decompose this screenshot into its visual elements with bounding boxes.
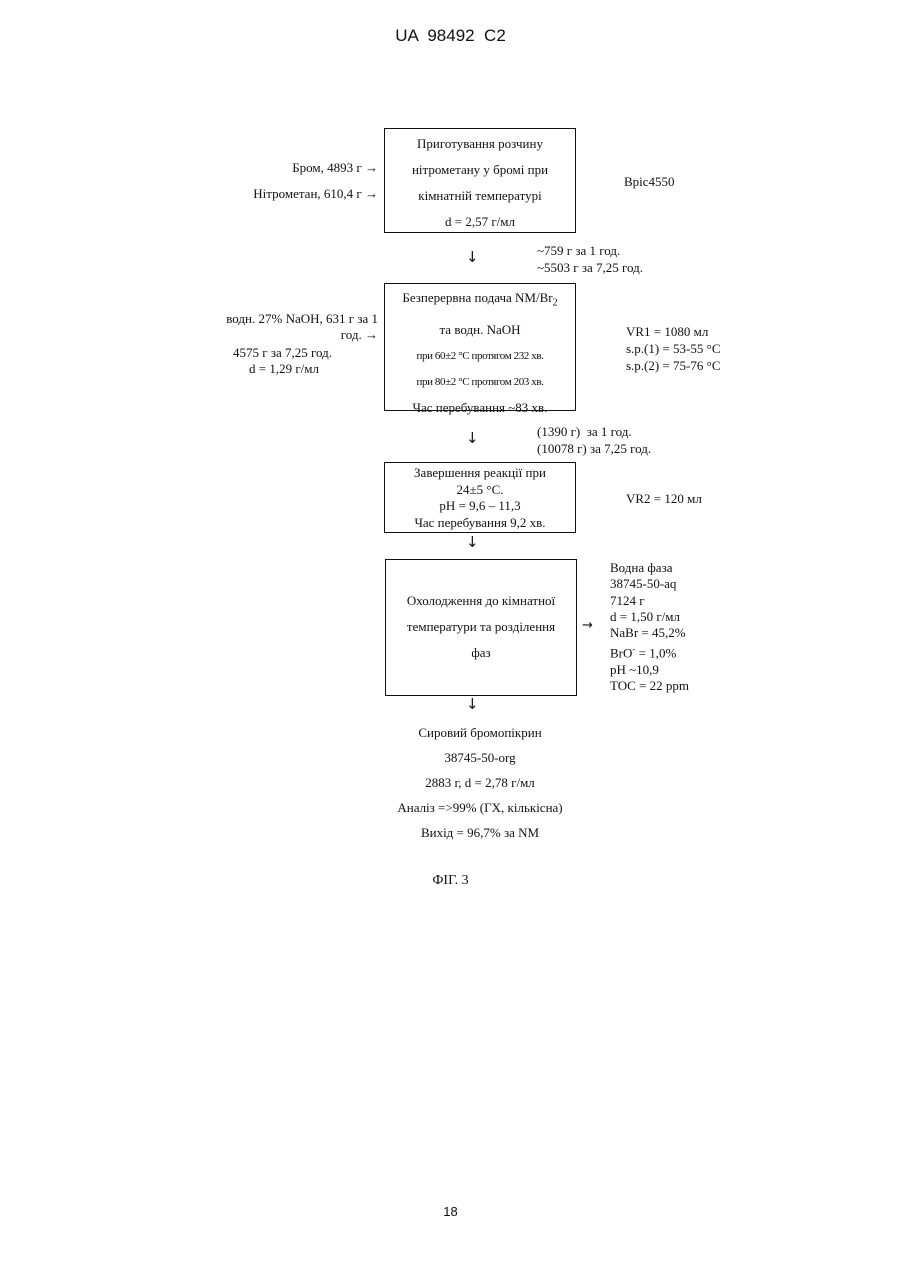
step4-box: Охолодження до кімнатної температури та … [385,559,577,696]
aqueous-line: 38745-50-aq [610,576,689,592]
step2-box: Безперервна подача NM/Br2 та водн. NaOH … [384,283,576,411]
input-naoh-density: d = 1,29 г/мл [233,361,332,377]
aqueous-line: BrO- = 1,0% [610,641,689,662]
flow2-rates: (1390 г) за 1 год. (10078 г) за 7,25 год… [537,423,651,457]
setpoint: s.p.(1) = 53-55 °C [626,340,721,357]
step3-line: 24±5 °C. [385,482,575,499]
product-info: Сировий бромопікрин 38745-50-org 2883 г,… [340,720,620,845]
step2-line: Час перебування ~83 хв. [385,395,575,421]
step1-box: Приготування розчину нітрометану у бромі… [384,128,576,233]
product-line: 2883 г, d = 2,78 г/мл [340,770,620,795]
input-naoh: год. → [190,327,378,343]
aqueous-line: NaBr = 45,2% [610,625,689,641]
aqueous-line: Водна фаза [610,560,689,576]
aqueous-line: 7124 г [610,593,689,609]
step1-line: нітрометану у бромі при [385,157,575,183]
flow-rate: (1390 г) за 1 год. [537,423,651,440]
step3-line: Завершення реакції при [385,465,575,482]
patent-number: UA 98492 C2 [0,26,901,46]
step1-line: Приготування розчину [385,131,575,157]
step4-line: фаз [386,640,576,666]
step4-line: температури та розділення [386,614,576,640]
aqueous-line: d = 1,50 г/мл [610,609,689,625]
input-naoh: водн. 27% NaOH, 631 г за 1 [190,311,378,327]
down-arrow-icon: ↓ [466,697,479,712]
step3-box: Завершення реакції при 24±5 °C. pH = 9,6… [384,462,576,533]
product-line: Аналіз =>99% (ГХ, кількісна) [340,795,620,820]
step3-line: Час перебування 9,2 хв. [385,515,575,532]
step2-line: Безперервна подача NM/Br2 [385,285,575,317]
step2-line: при 60±2 °C протягом 232 хв. [385,343,575,369]
step3-line: pH = 9,6 – 11,3 [385,498,575,515]
step1-inputs: Бром, 4893 г → Нітрометан, 610,4 г → [190,155,378,207]
figure-caption: ФІГ. 3 [0,873,901,889]
step3-side-label: VR2 = 120 мл [626,491,702,507]
step2-line: при 80±2 °C протягом 203 хв. [385,369,575,395]
product-line: Сировий бромопікрин [340,720,620,745]
step2-line: та водн. NaOH [385,317,575,343]
setpoint: s.p.(2) = 75-76 °C [626,357,721,374]
down-arrow-icon: ↓ [466,250,479,265]
reactor-volume: VR1 = 1080 мл [626,323,721,340]
flow1-rates: ~759 г за 1 год. ~5503 г за 7,25 год. [537,242,643,276]
step1-side-label: Bpic4550 [624,174,675,190]
flow-rate: (10078 г) за 7,25 год. [537,440,651,457]
product-line: 38745-50-org [340,745,620,770]
step2-side-info: VR1 = 1080 мл s.p.(1) = 53-55 °C s.p.(2)… [626,323,721,374]
step1-line: кімнатній температурі [385,183,575,209]
step2-inputs: водн. 27% NaOH, 631 г за 1 год. → [190,311,378,343]
step4-line: Охолодження до кімнатної [386,588,576,614]
step2-inputs-total: 4575 г за 7,25 год. d = 1,29 г/мл [233,345,332,377]
page-number: 18 [0,1204,901,1219]
product-line: Вихід = 96,7% за NM [340,820,620,845]
flow-rate: ~5503 г за 7,25 год. [537,259,643,276]
step1-line: d = 2,57 г/мл [385,209,575,235]
right-arrow-icon: → [582,619,593,632]
aqueous-line: TOC = 22 ppm [610,678,689,694]
down-arrow-icon: ↓ [466,535,479,550]
aqueous-line: pH ~10,9 [610,662,689,678]
input-bromine: Бром, 4893 г → [190,155,378,181]
down-arrow-icon: ↓ [466,431,479,446]
aqueous-phase-info: Водна фаза 38745-50-aq 7124 г d = 1,50 г… [610,560,689,695]
flow-rate: ~759 г за 1 год. [537,242,643,259]
input-nitromethane: Нітрометан, 610,4 г → [190,181,378,207]
input-naoh-total: 4575 г за 7,25 год. [233,345,332,361]
